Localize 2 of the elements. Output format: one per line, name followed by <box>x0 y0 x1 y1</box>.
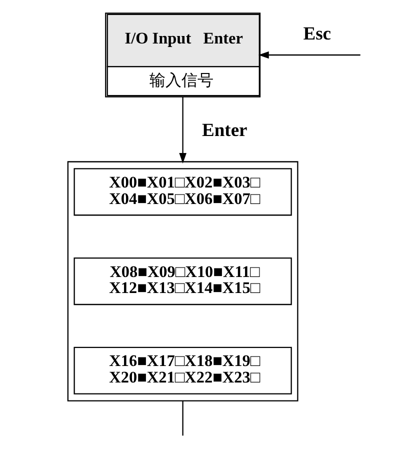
edge-label: Esc <box>302 24 331 45</box>
edge-label: Enter <box>201 120 247 141</box>
